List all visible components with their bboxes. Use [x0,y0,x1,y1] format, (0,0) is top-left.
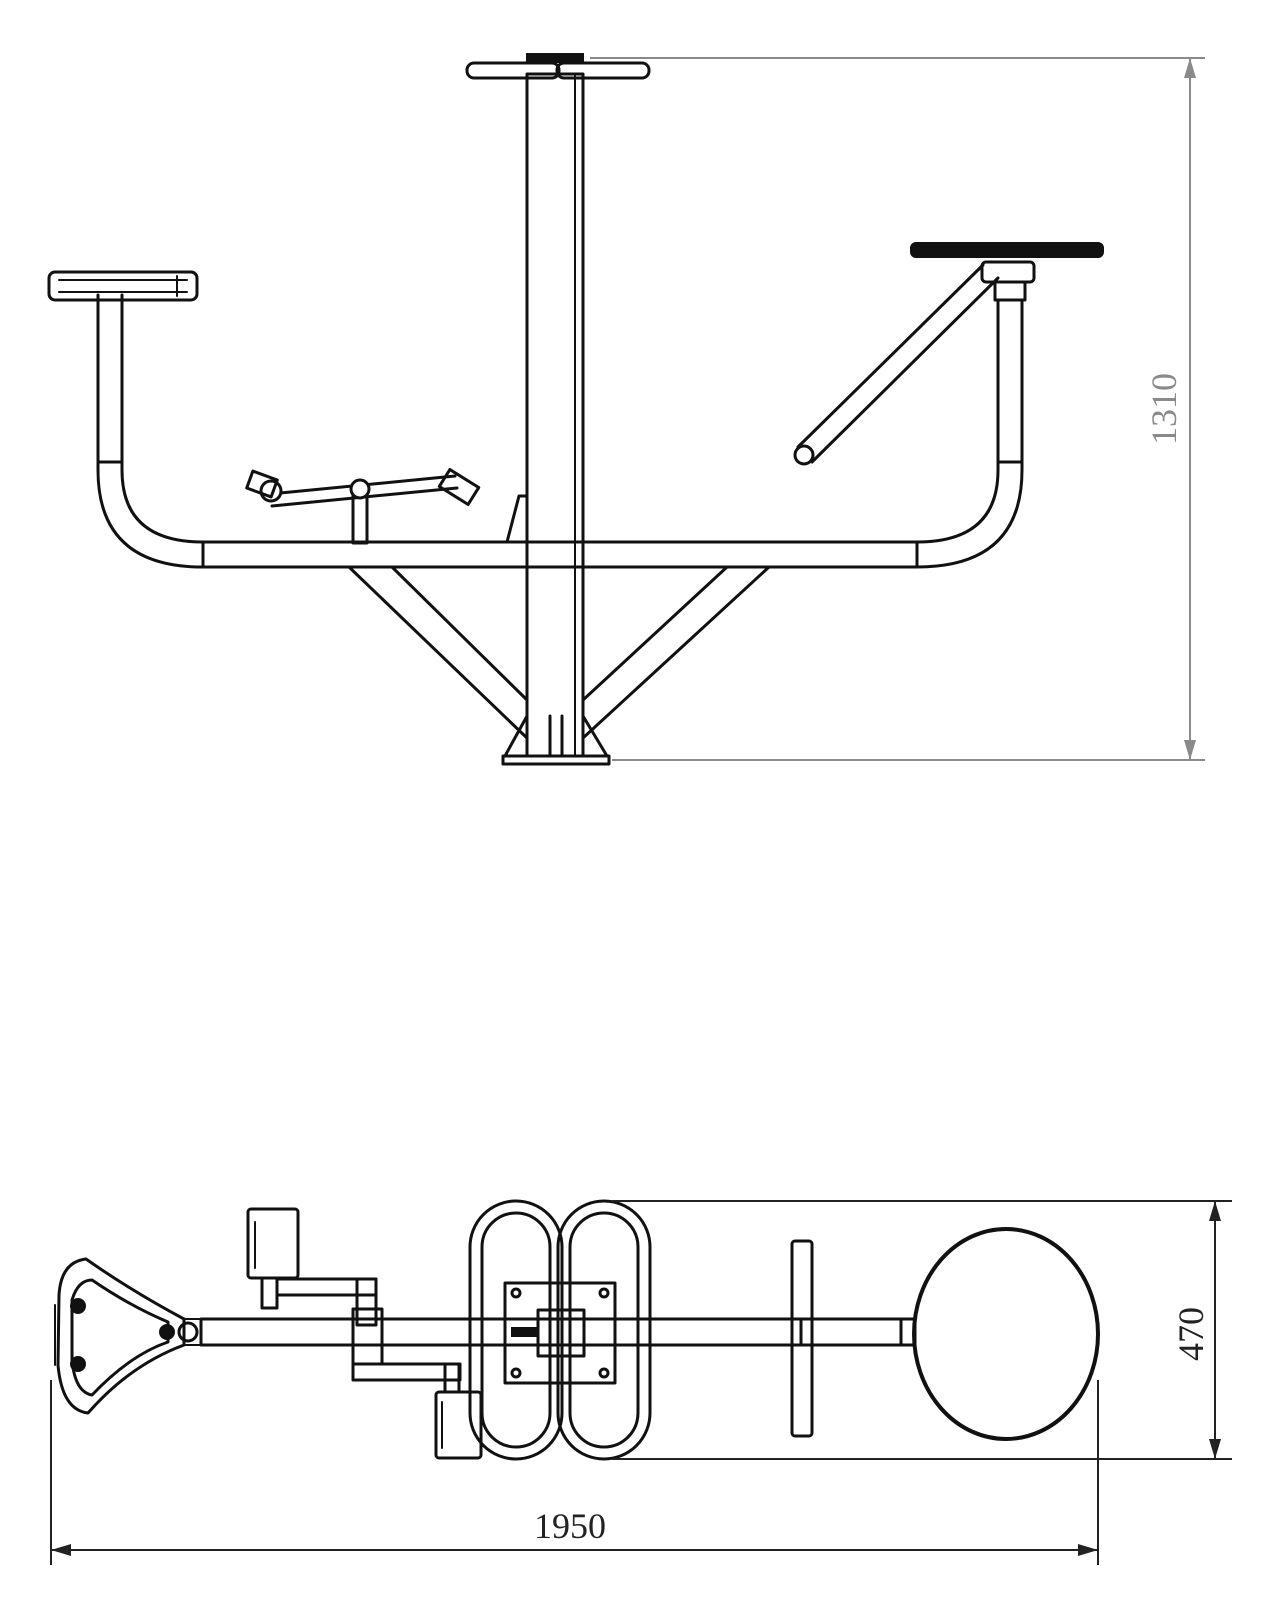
front-elevation-view [47,53,1104,766]
depth-dimension-label: 470 [1171,1307,1211,1361]
width-dimension-label: 1950 [534,1506,606,1546]
height-dimension-label: 1310 [1144,373,1184,445]
plan-base-plate [503,1281,617,1385]
plan-round-seat [912,1227,1100,1441]
right-seat-post [915,280,1027,569]
pedal-mechanism [245,468,529,545]
top-plan-view [54,1199,1100,1461]
plan-left-seat [54,1257,199,1415]
right-seat-disk [910,242,1104,284]
plan-pedals [246,1207,483,1460]
depth-dimension: 470 [612,1200,1232,1460]
plan-main-beam [184,1317,903,1347]
height-dimension: 1310 [590,57,1205,761]
support-struts [347,565,771,740]
plan-t-handle [790,1239,917,1438]
left-seat [47,270,199,302]
plan-handle-loops [468,1199,652,1461]
central-post [501,53,611,766]
top-handlebar [465,61,651,80]
main-frame-tube [201,540,919,569]
left-seat-post [96,293,205,569]
width-dimension: 1950 [50,1380,1099,1565]
right-diagonal-handle [793,263,1000,466]
